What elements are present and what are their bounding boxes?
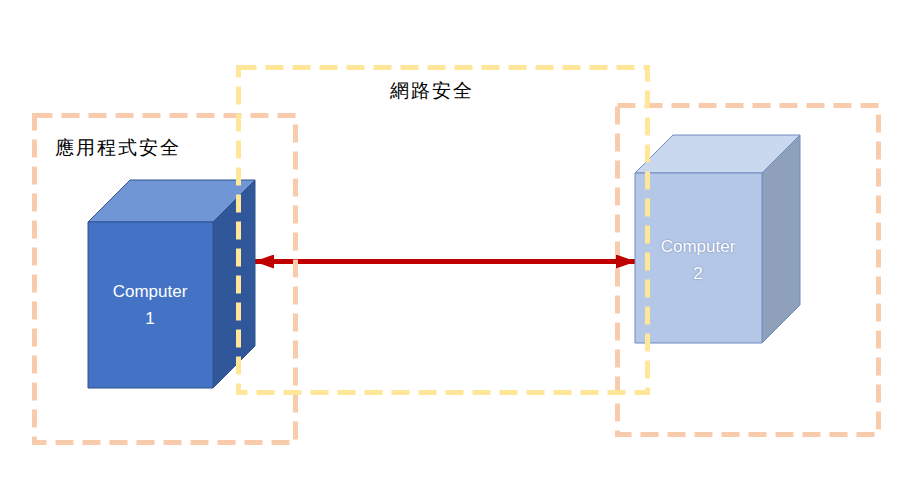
dashed-outline <box>236 65 650 395</box>
region-title: 應用程式安全 <box>55 135 181 161</box>
app-security-region: 應用程式安全 Computer 1 <box>32 113 298 445</box>
network-security-region: 網路安全 <box>236 65 650 395</box>
cube-side <box>762 135 800 343</box>
dashed-outline-rect <box>35 116 296 443</box>
computer-label: Computer 1 <box>109 278 191 332</box>
cube-front <box>88 222 213 388</box>
host-security-region <box>618 106 879 435</box>
computer-box: Computer 2 <box>635 135 800 343</box>
dashed-outline-rect <box>239 68 648 393</box>
region-title: 網路安全 <box>390 78 474 104</box>
computer-label: Computer 2 <box>657 233 739 287</box>
computer-box: Computer 1 <box>88 180 255 388</box>
cube-front <box>635 173 762 343</box>
cube-side <box>213 180 255 388</box>
connection-arrow <box>255 259 635 264</box>
